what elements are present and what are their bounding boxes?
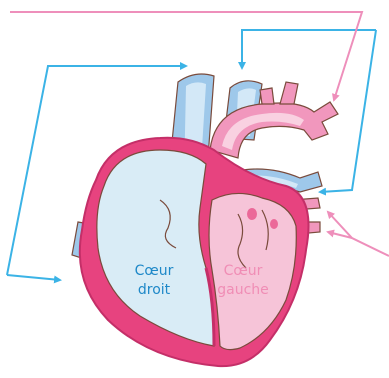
- left-heart-label-line1: Cœur: [224, 263, 263, 279]
- right-heart-label-line1: Cœur: [135, 263, 174, 279]
- left-heart-label-line2: gauche: [217, 282, 269, 298]
- right-heart-label-line2: droit: [138, 282, 171, 298]
- blue-arrow-top: [242, 30, 376, 68]
- blue-arrow-to-ivc: [7, 275, 60, 280]
